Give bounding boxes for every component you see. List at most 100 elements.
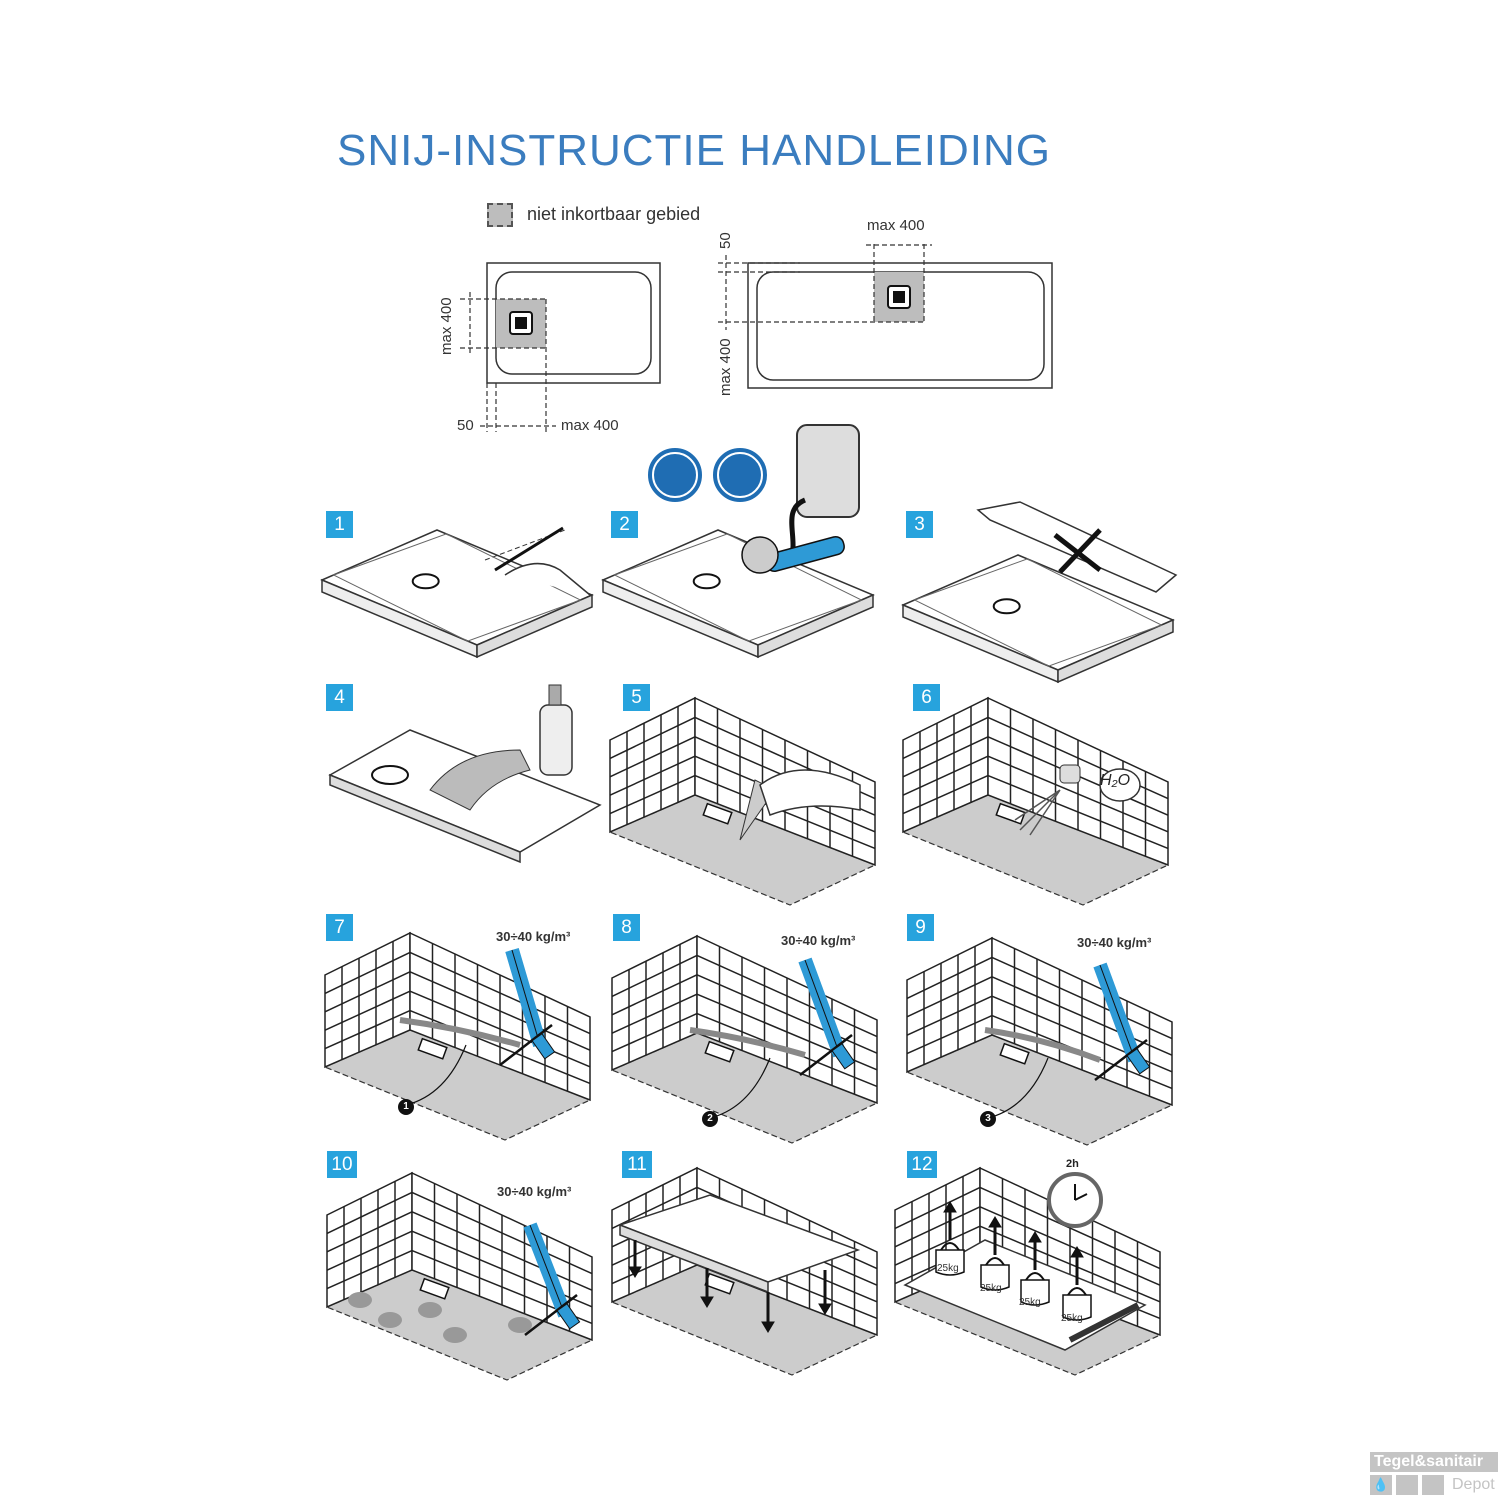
step-badge: 5 <box>623 684 650 711</box>
tile-line <box>326 1249 413 1290</box>
weight-icon <box>935 1249 965 1276</box>
time-label: 2h <box>1066 1158 1079 1170</box>
step-badge: 4 <box>326 684 353 711</box>
step-4-tray <box>328 729 602 864</box>
foam-bead <box>984 1027 1102 1063</box>
tile-line <box>324 971 411 1013</box>
legend-swatch <box>487 203 513 227</box>
vacuum-cleaner-icon <box>796 424 860 518</box>
cut-line <box>484 529 566 561</box>
dose-label: 30÷40 kg/m³ <box>496 929 571 944</box>
bead-marker: 2 <box>702 1111 718 1127</box>
logo-bottom-text: Depot <box>1452 1476 1495 1493</box>
tile-line <box>609 774 696 815</box>
tile-line <box>906 1014 993 1055</box>
left-dim-bottom: max 400 <box>561 417 619 434</box>
tile-line <box>609 736 696 778</box>
legend-label: niet inkortbaar gebied <box>527 204 701 224</box>
step-badge: 1 <box>326 511 353 538</box>
foam-can-outline <box>804 959 841 1056</box>
tile-line <box>611 1186 698 1230</box>
foam-gun-handle <box>556 1303 581 1330</box>
tile-line <box>902 774 989 815</box>
foam-dab <box>443 1327 467 1343</box>
tray-inner <box>332 533 582 642</box>
tray-edge <box>1057 618 1174 684</box>
tray-edge <box>329 773 521 864</box>
foam-dab <box>418 1302 442 1318</box>
step-badge: 8 <box>613 914 640 941</box>
step-badge: 2 <box>611 511 638 538</box>
tray-outline-right <box>747 262 1053 389</box>
drain-icon <box>692 573 721 590</box>
floor <box>610 1032 879 1144</box>
page-title: SNIJ-INSTRUCTIE HANDLEIDING <box>337 126 1051 175</box>
up-arrow-head <box>1028 1231 1042 1243</box>
tile-line <box>902 755 989 796</box>
tile-line <box>326 1191 413 1235</box>
floor <box>608 794 877 906</box>
tile-line <box>894 1225 981 1266</box>
weight-label: 25kg <box>1019 1297 1041 1308</box>
cut-off-strip <box>976 501 1178 593</box>
foam-gun-handle <box>531 1033 556 1060</box>
tile-line <box>894 1206 981 1248</box>
weight-label: 25kg <box>937 1263 959 1274</box>
weight-icon <box>980 1264 1010 1291</box>
foam-can-outline <box>1099 964 1136 1061</box>
step-3-tray <box>901 554 1175 684</box>
weight-handle <box>1067 1287 1087 1296</box>
tile-line <box>906 976 993 1018</box>
step-badge: 9 <box>907 914 934 941</box>
tile-line <box>894 1186 981 1230</box>
goggles-icon <box>711 446 769 504</box>
tile-line <box>326 1230 413 1271</box>
up-arrow-head <box>943 1201 957 1213</box>
step-badge: 6 <box>913 684 940 711</box>
foam-gun-handle <box>1126 1048 1151 1075</box>
tile-line <box>902 716 989 760</box>
logo-square <box>1396 1475 1418 1495</box>
tray-edge <box>476 593 593 659</box>
tray-inner <box>613 533 863 642</box>
foam-gun-icon <box>1093 962 1151 1081</box>
logo-top-text: Tegel&sanitair <box>1370 1452 1498 1472</box>
up-arrow-head <box>988 1216 1002 1228</box>
foam-dab <box>348 1292 372 1308</box>
foam-bead <box>399 1017 521 1048</box>
pencil-icon <box>494 526 564 572</box>
weight-icon <box>1062 1294 1092 1321</box>
bead-marker: 3 <box>980 1111 996 1127</box>
floor <box>323 1029 592 1141</box>
drain-icon <box>992 598 1021 615</box>
foam-gun-nozzle <box>1094 1039 1148 1081</box>
cross-icon <box>1058 528 1102 574</box>
tile-line <box>611 1012 698 1053</box>
up-arrow-head <box>1070 1246 1084 1258</box>
foam-gun-nozzle <box>799 1034 853 1076</box>
drain-icon <box>419 1277 450 1300</box>
step-7-scene <box>323 931 592 1141</box>
foam-gun-icon <box>523 1222 581 1336</box>
bottle-cap <box>548 684 562 706</box>
drain-icon <box>371 765 409 785</box>
drain-icon <box>999 1042 1030 1065</box>
left-dim-side: max 400 <box>438 297 455 355</box>
bead-marker: 1 <box>398 1099 414 1115</box>
tray-top <box>320 529 594 646</box>
tile-line <box>324 990 411 1031</box>
tile-line <box>324 1009 411 1050</box>
tile-line <box>902 736 989 778</box>
weight-handle <box>940 1242 960 1251</box>
drain-grate <box>515 317 527 329</box>
water-drop-icon: 💧 <box>1370 1475 1392 1495</box>
drain-icon <box>411 573 440 590</box>
weight-label: 25kg <box>980 1283 1002 1294</box>
weight-label: 25kg <box>1061 1313 1083 1324</box>
foam-can-outline <box>511 949 541 1046</box>
leader-line <box>405 1044 467 1106</box>
floor <box>905 1034 1174 1146</box>
drain-icon <box>704 1040 735 1063</box>
drain-grate <box>893 291 905 303</box>
tile-line <box>611 954 698 998</box>
